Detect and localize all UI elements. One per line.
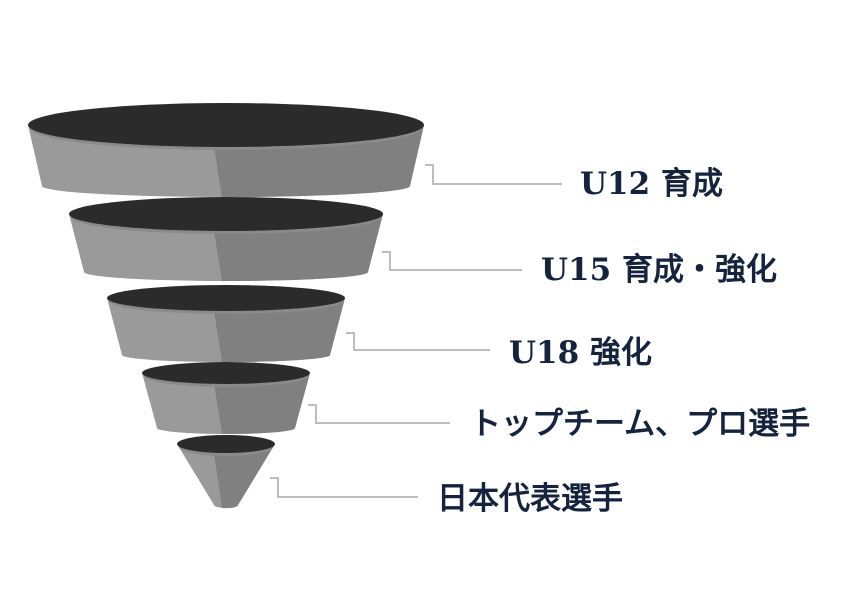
funnel-segment-top-team-top xyxy=(142,362,310,384)
funnel-segment-u18-shade xyxy=(214,298,345,363)
level-label-u15: U15 育成・強化 xyxy=(541,252,777,288)
funnel-segment-national-team-top xyxy=(177,435,275,453)
funnel-segment-u12-top xyxy=(28,103,424,147)
level-label-national-team: 日本代表選手 xyxy=(437,481,623,517)
funnel-segment-u15-top xyxy=(69,197,383,231)
leader-line-top-team xyxy=(308,404,450,424)
leader-line-u15 xyxy=(382,251,522,271)
funnel-segment-top-team-shade xyxy=(214,373,310,435)
funnel-segment-u18-top xyxy=(107,285,345,311)
leader-line-u12 xyxy=(425,164,562,185)
funnel-segment-national-team-shade xyxy=(214,444,275,509)
level-label-top-team: トップチーム、プロ選手 xyxy=(470,406,811,442)
level-label-u12: U12 育成 xyxy=(580,166,723,202)
leader-line-national-team xyxy=(270,477,418,498)
level-label-u18: U18 強化 xyxy=(509,335,652,371)
leader-line-u18 xyxy=(346,332,490,351)
